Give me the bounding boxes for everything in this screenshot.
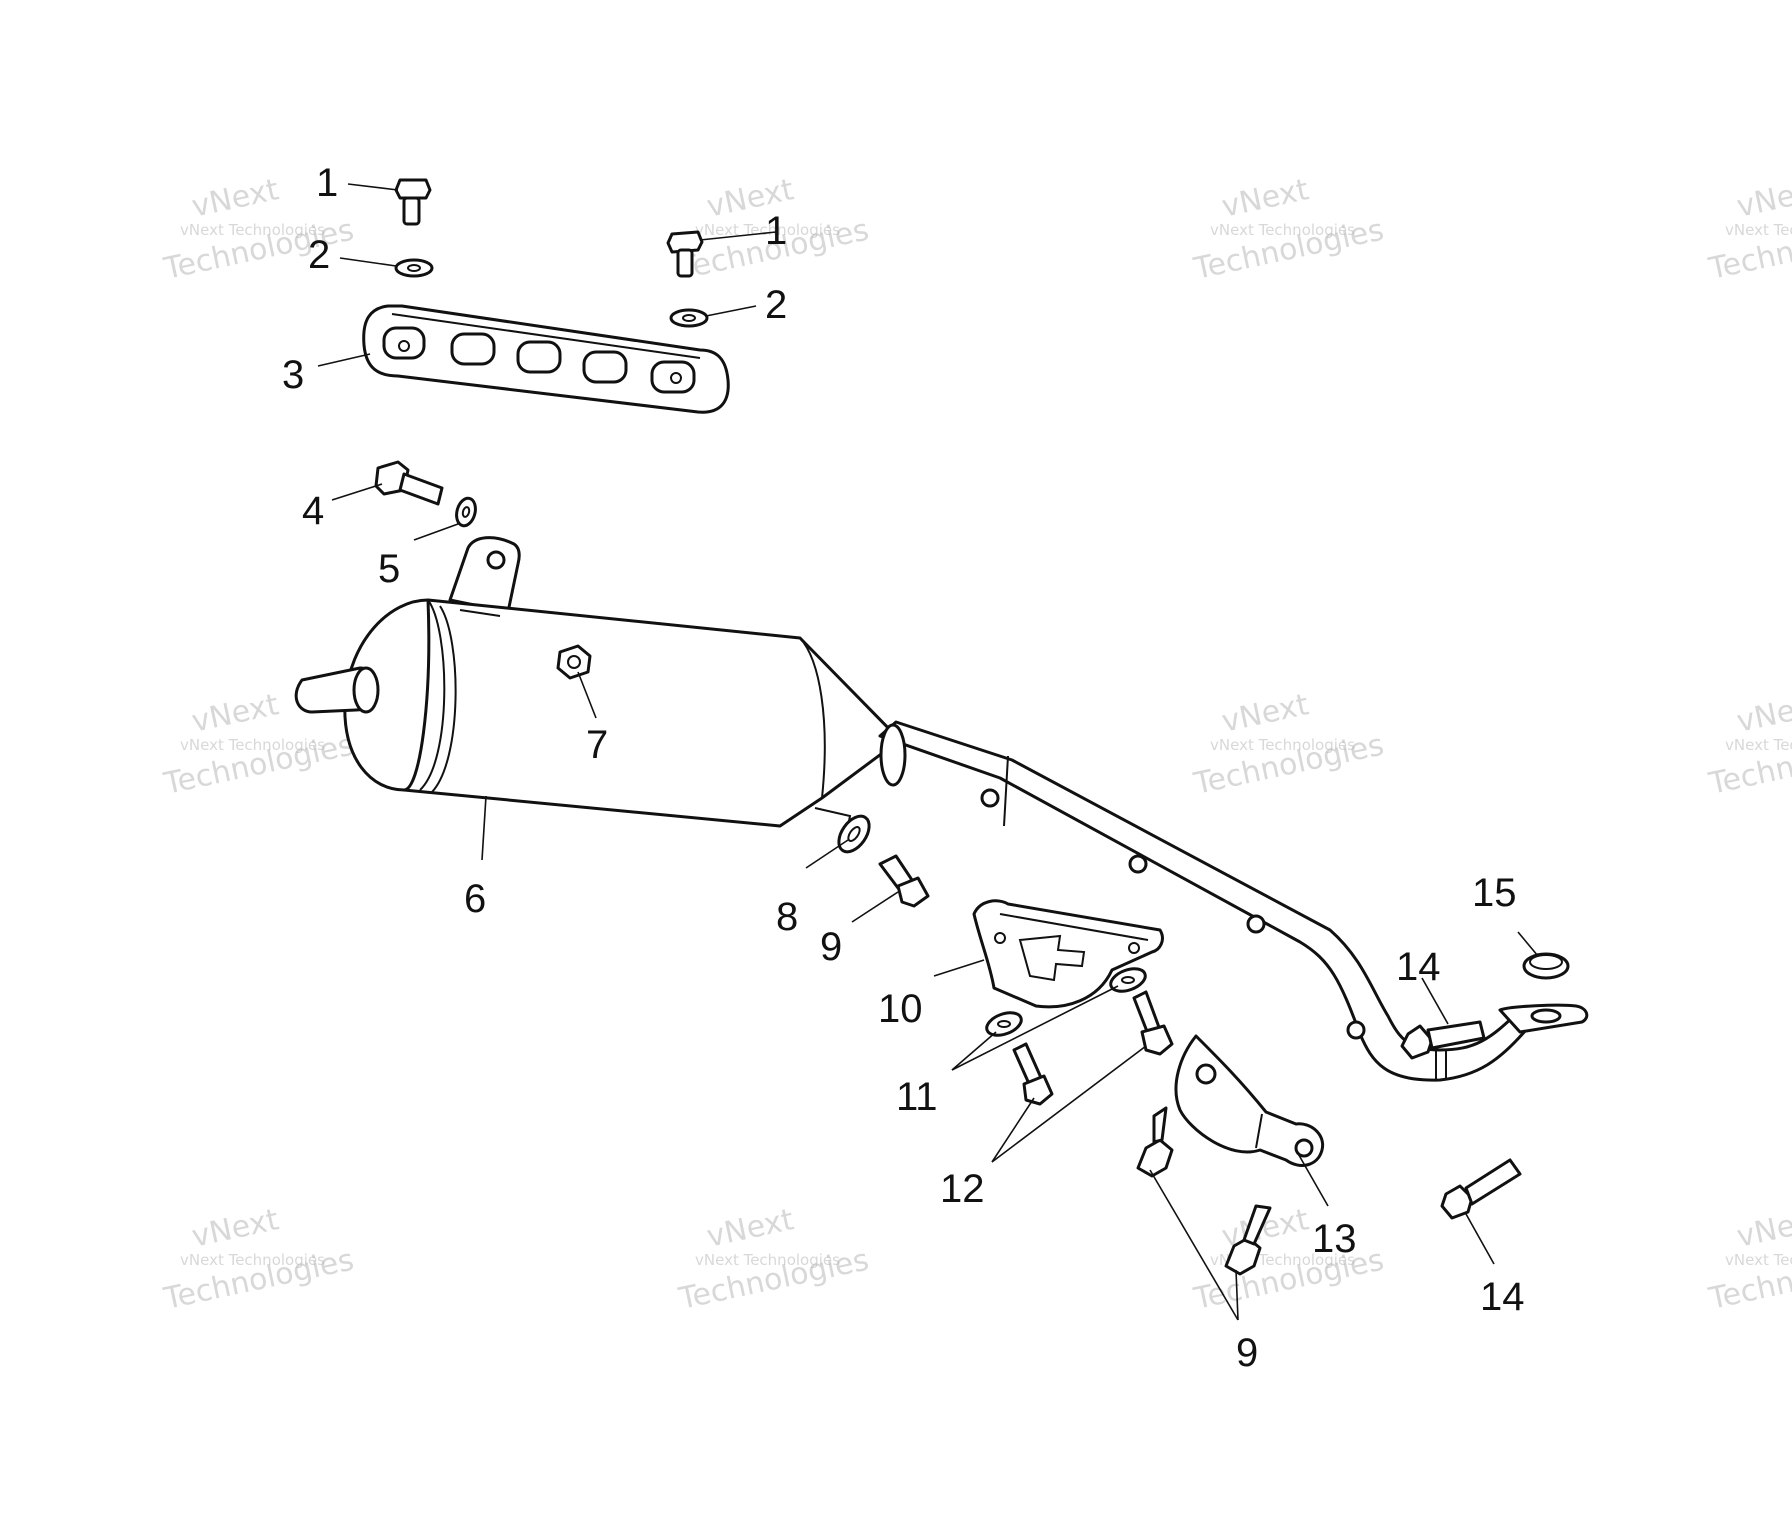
leader-1-right [699, 231, 777, 241]
leader-7 [577, 671, 597, 719]
leader-11a [951, 1031, 997, 1071]
leader-5 [413, 523, 459, 541]
leader-10 [933, 959, 985, 977]
callout-2-right: 2 [765, 283, 787, 327]
leader-9a [1149, 1169, 1239, 1321]
leader-8 [805, 839, 849, 869]
leader-2-left [339, 257, 397, 267]
gasket-ring-15 [1522, 952, 1570, 980]
svg-text:vNext: vNext [1734, 687, 1792, 740]
callout-7: 7 [586, 723, 608, 767]
callout-11: 11 [896, 1075, 938, 1119]
watermark: vNext vNext Technologies Technologies [1705, 1202, 1792, 1317]
watermark: vNext vNext Technologies Technologies [1190, 172, 1387, 287]
svg-text:vNext Technologies: vNext Technologies [180, 1251, 325, 1269]
svg-text:vNext: vNext [1734, 172, 1792, 225]
svg-text:vNext Technologies: vNext Technologies [1725, 221, 1792, 239]
washer-11-upper [1109, 967, 1147, 993]
bolt-14-upper [1400, 1020, 1486, 1060]
callout-1-left: 1 [316, 161, 338, 205]
svg-text:vNext: vNext [704, 1202, 797, 1255]
nut-7 [556, 644, 592, 680]
callout-10: 10 [878, 987, 923, 1031]
callout-14-lower: 14 [1480, 1275, 1525, 1319]
bolt-9-left [1136, 1106, 1174, 1178]
watermark: vNext vNext Technologies Technologies [1705, 687, 1792, 802]
bolt-9-right [1224, 1204, 1272, 1276]
svg-text:vNext: vNext [1219, 687, 1312, 740]
bolt-1-left [394, 178, 432, 226]
leader-12a [991, 1097, 1035, 1163]
callout-9-upper: 9 [820, 925, 842, 969]
heat-shield-10 [972, 899, 1164, 1009]
svg-text:vNext Technologies: vNext Technologies [180, 736, 325, 754]
washer-11-lower [985, 1011, 1023, 1037]
callout-8: 8 [776, 895, 798, 939]
bolt-14-lower [1440, 1158, 1522, 1220]
watermark: vNext vNext Technologies Technologies [675, 1202, 872, 1317]
watermark: vNext vNext Technologies Technologies [160, 1202, 357, 1317]
bolt-9-upper [878, 854, 930, 908]
leader-15 [1517, 931, 1539, 957]
leader-6 [481, 795, 487, 861]
washer-5 [455, 496, 477, 528]
callout-14-upper: 14 [1396, 945, 1441, 989]
callout-5: 5 [378, 547, 400, 591]
svg-text:vNext: vNext [1219, 172, 1312, 225]
callout-numbers: 1 2 1 2 3 4 5 6 7 8 9 10 11 12 13 14 15 … [282, 161, 1525, 1375]
svg-text:vNext Technologies: vNext Technologies [1210, 736, 1355, 754]
bracket-13 [1174, 1034, 1325, 1167]
callout-13: 13 [1312, 1217, 1357, 1261]
leader-3 [317, 353, 371, 367]
watermark: vNext vNext Technologies Technologies [675, 172, 872, 287]
callout-3: 3 [282, 353, 304, 397]
gasket-8 [837, 814, 871, 854]
bolt-12-left [1012, 1042, 1054, 1106]
svg-text:vNext: vNext [189, 687, 282, 740]
head-pipe [878, 720, 1589, 1082]
callout-6: 6 [464, 877, 486, 921]
washer-2-right [669, 308, 709, 328]
bolt-4 [374, 460, 444, 506]
svg-text:vNext: vNext [189, 1202, 282, 1255]
leader-9b [1235, 1269, 1239, 1321]
callout-15: 15 [1472, 871, 1517, 915]
callout-9-lower: 9 [1236, 1331, 1258, 1375]
bolt-1-right [666, 230, 704, 278]
leader-14-upper [1421, 977, 1449, 1025]
svg-text:vNext Technologies: vNext Technologies [1725, 736, 1792, 754]
leader-11b [951, 985, 1119, 1071]
svg-text:vNext Technologies: vNext Technologies [1725, 1251, 1792, 1269]
callout-4: 4 [302, 489, 324, 533]
svg-text:vNext Technologies: vNext Technologies [695, 221, 840, 239]
washer-2-left [394, 258, 434, 278]
svg-text:vNext Technologies: vNext Technologies [1210, 221, 1355, 239]
leader-4 [331, 483, 383, 501]
leader-13 [1295, 1149, 1329, 1207]
leader-14-lower [1465, 1213, 1495, 1265]
callout-2-left: 2 [308, 233, 330, 277]
watermark-small: vNext Technologies [180, 221, 325, 239]
callout-12: 12 [940, 1167, 985, 1211]
bolt-12-right [1132, 990, 1174, 1056]
leader-2-right [705, 305, 757, 317]
heat-shield-plate-3 [362, 304, 730, 414]
watermark: vNext vNext Technologies Technologies [1705, 172, 1792, 287]
leader-12b [991, 1045, 1147, 1163]
svg-text:vNext: vNext [1734, 1202, 1792, 1255]
leader-lines [317, 183, 1539, 1321]
muffler-6 [294, 536, 902, 828]
svg-text:vNext Technologies: vNext Technologies [695, 1251, 840, 1269]
watermark: vNext vNext Technologies Technologies [1190, 687, 1387, 802]
leader-9-upper [851, 891, 899, 923]
leader-1-left [347, 183, 399, 191]
callout-1-right: 1 [765, 209, 787, 253]
watermark-top: vNext [189, 172, 282, 225]
